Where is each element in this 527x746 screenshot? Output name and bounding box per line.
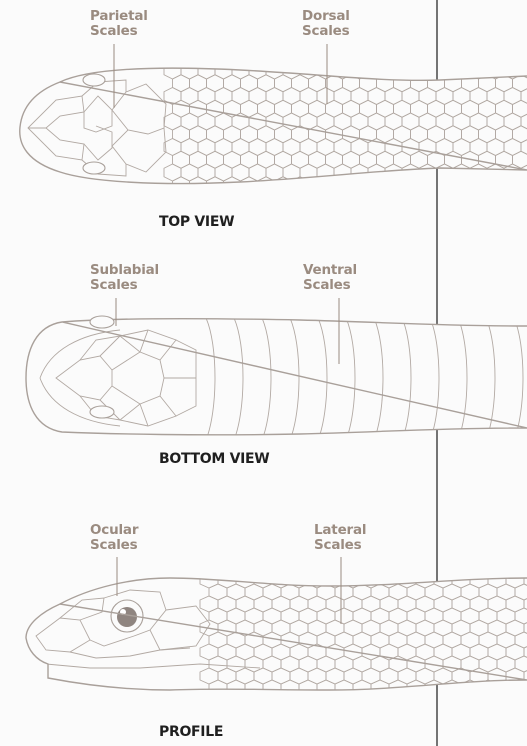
eye-icon (90, 316, 114, 328)
profile-caption: PROFILE (159, 724, 223, 740)
pupil-icon (117, 607, 137, 627)
top-view-caption: TOP VIEW (159, 214, 234, 230)
bottom-view-snake (0, 310, 527, 440)
profile-snake (0, 570, 527, 708)
eye-icon (83, 74, 105, 86)
bottom-view-caption: BOTTOM VIEW (159, 451, 269, 467)
top-view-snake (0, 60, 527, 207)
eye-icon (90, 406, 114, 418)
eye-icon (83, 162, 105, 174)
